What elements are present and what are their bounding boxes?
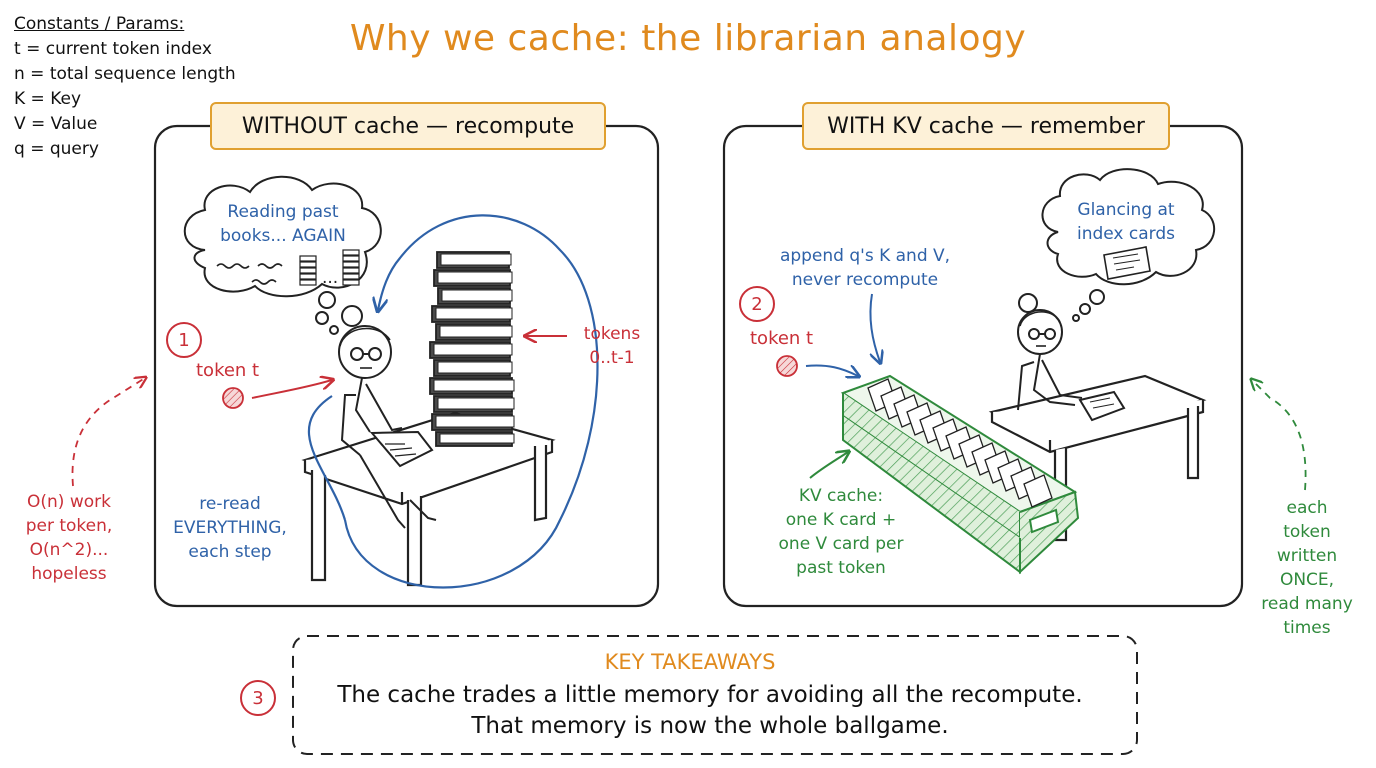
book-stack-icon [430, 252, 514, 446]
legend-item: t = current token index [14, 37, 236, 62]
legend-item: n = total sequence length [14, 62, 236, 87]
takeaway-line: The cache trades a little memory for avo… [300, 680, 1120, 711]
note-line: ONCE, [1252, 568, 1362, 592]
thought-line: Glancing at [1056, 198, 1196, 222]
takeaways-title: KEY TAKEAWAYS [290, 650, 1090, 674]
append-line: never recompute [760, 268, 970, 292]
left-note-arrow [72, 378, 145, 486]
note-line: O(n) work [14, 490, 124, 514]
note-line: each [1252, 496, 1362, 520]
note-line: written [1252, 544, 1362, 568]
right-side-note: each token written ONCE, read many times [1252, 496, 1362, 640]
note-line: read many [1252, 592, 1362, 616]
legend-item: K = Key [14, 87, 236, 112]
legend-heading: Constants / Params: [14, 12, 236, 37]
books-label-line: 0..t-1 [572, 346, 652, 370]
thought-ellipsis: ... [322, 266, 338, 290]
step-number-1: 1 [166, 322, 202, 358]
reread-line: EVERYTHING, [160, 516, 300, 540]
thought-line: books... AGAIN [198, 224, 368, 248]
token-marker-left [223, 388, 243, 408]
cache-line: one V card per [758, 532, 924, 556]
reread-line: each step [160, 540, 300, 564]
thought-line: index cards [1056, 222, 1196, 246]
params-legend: Constants / Params: t = current token in… [14, 12, 236, 162]
append-label: append q's K and V, never recompute [760, 244, 970, 292]
left-side-note: O(n) work per token, O(n^2)... hopeless [14, 490, 124, 586]
legend-item: V = Value [14, 112, 236, 137]
step-number-3: 3 [240, 680, 276, 716]
token-label-left: token t [196, 358, 259, 383]
legend-item: q = query [14, 137, 236, 162]
thought-text-right: Glancing at index cards [1056, 198, 1196, 246]
cache-line: one K card + [758, 508, 924, 532]
note-line: hopeless [14, 562, 124, 586]
left-panel-header: WITHOUT cache — recompute [210, 102, 606, 150]
thought-line: Reading past [198, 200, 368, 224]
right-panel-header: WITH KV cache — remember [802, 102, 1170, 150]
cache-line: KV cache: [758, 484, 924, 508]
right-note-arrow [1252, 380, 1306, 490]
thought-text-left: Reading past books... AGAIN [198, 200, 368, 248]
append-line: append q's K and V, [760, 244, 970, 268]
takeaways-body: The cache trades a little memory for avo… [300, 680, 1120, 742]
kv-cache-arrow [810, 452, 848, 478]
note-line: token [1252, 520, 1362, 544]
kv-cache-label: KV cache: one K card + one V card per pa… [758, 484, 924, 580]
token-arrow-right [806, 365, 858, 376]
reread-line: re-read [160, 492, 300, 516]
books-label-line: tokens [572, 322, 652, 346]
note-line: O(n^2)... [14, 538, 124, 562]
token-label-right: token t [750, 326, 813, 351]
note-line: times [1252, 616, 1362, 640]
books-label: tokens 0..t-1 [572, 322, 652, 370]
token-arrow-left [252, 380, 332, 398]
cache-line: past token [758, 556, 924, 580]
takeaway-line: That memory is now the whole ballgame. [300, 711, 1120, 742]
token-marker-right [777, 356, 797, 376]
note-line: per token, [14, 514, 124, 538]
append-arrow [870, 294, 880, 362]
reread-label: re-read EVERYTHING, each step [160, 492, 300, 564]
